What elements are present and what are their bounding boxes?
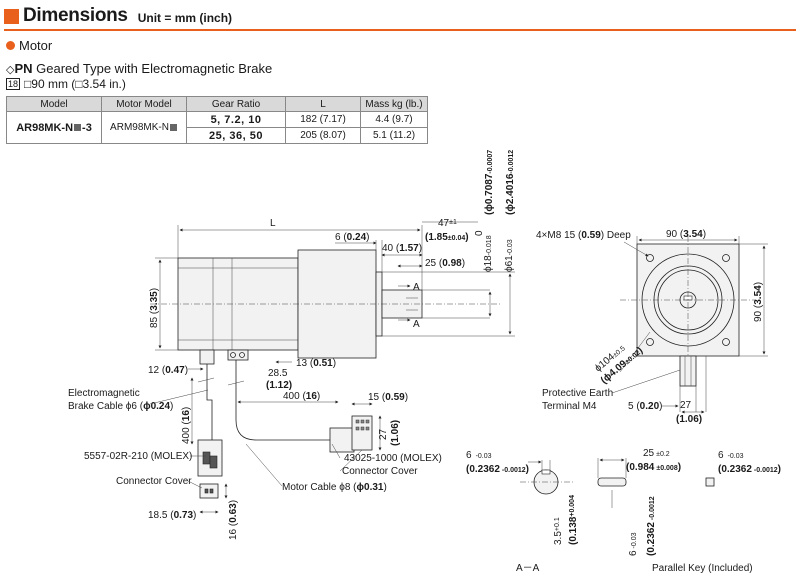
bullet-dot-icon — [6, 41, 15, 50]
dim-40: 40 (1.57) — [382, 243, 422, 254]
frame-size-line: 18 □90 mm (□3.54 in.) — [6, 77, 126, 91]
section-mark-a-bottom: A — [413, 319, 420, 330]
dim-25-key-inch: (0.984±0.008) — [626, 462, 681, 473]
brake-connector-cover — [199, 483, 219, 499]
motor-connector-housing — [227, 349, 249, 361]
dim-90-top: 90 (3.54) — [666, 229, 706, 240]
dim-3-5: 3.5+0.1 — [553, 517, 564, 545]
cell-mass: 5.1 (11.2) — [360, 127, 428, 144]
label-brake-cable-2: Brake Cable ϕ6 (ϕ0.24) — [68, 401, 173, 412]
col-header-model: Model — [6, 96, 102, 112]
dim-12: 12 (0.47) — [148, 365, 188, 376]
dim-3-5-inch: (0.138+0.004 — [568, 495, 579, 545]
parallel-key: 25±0.2 (0.984±0.008) 6-0.03 (0.2362-0.00… — [597, 448, 781, 574]
product-code: PN — [14, 61, 33, 76]
section-heading: Motor — [6, 38, 52, 53]
motor-cable — [235, 360, 330, 441]
section-label: Motor — [19, 38, 53, 53]
label-earth-2: Terminal M4 — [542, 401, 597, 412]
col-header-l: L — [285, 96, 361, 112]
dim-27-front: 27 — [680, 400, 692, 411]
label-molex-43025: 43025-1000 (MOLEX) — [344, 453, 442, 464]
dim-25-key: 25±0.2 — [643, 448, 670, 459]
label-parallel-key: Parallel Key (Included) — [652, 563, 753, 574]
label-molex-5557: 5557-02R-210 (MOLEX) — [84, 451, 192, 462]
cell-gear-ratio: 5, 7.2, 10 — [186, 111, 286, 128]
product-type: Geared Type with Electromagnetic Brake — [32, 61, 273, 76]
dim-phi18-zero: 0 — [474, 230, 485, 236]
cell-motor-model: ARM98MK-N — [101, 111, 187, 144]
spec-table: Model Motor Model Gear Ratio L Mass kg (… — [6, 96, 428, 144]
label-mounting-holes: 4×M8 15 (0.59) Deep — [536, 230, 631, 241]
dim-phi61: ϕ61-0.03 — [504, 239, 515, 272]
header-rule — [4, 29, 796, 31]
dim-6-key-v: 6-0.03 — [628, 532, 639, 556]
model-placeholder-icon — [74, 124, 82, 132]
dim-47: 47±1 — [438, 218, 457, 229]
dim-6-key-v-inch: (0.2362-0.0012 — [646, 496, 657, 556]
dim-85: 85 (3.35) — [149, 288, 160, 328]
dim-phi18: ϕ18-0.018 — [483, 235, 494, 272]
table-row: AR98MK-N-3 ARM98MK-N 5, 7.2, 10 182 (7.1… — [6, 111, 428, 144]
label-connector-cover-left: Connector Cover — [116, 476, 192, 487]
dim-18-5: 18.5 (0.73) — [148, 510, 196, 521]
label-connector-cover-right: Connector Cover — [342, 466, 418, 477]
dim-15: 15 (0.59) — [368, 392, 408, 403]
key-side-view — [597, 477, 627, 487]
cell-gear-ratio: 25, 36, 50 — [186, 127, 286, 144]
dim-phi61-inch: (ϕ2.4016-0.0012 — [505, 150, 516, 215]
diamond-icon: ◇ — [6, 64, 15, 76]
front-view: 90 (3.54) 90 (3.54) 4×M8 15 (0.59) Deep … — [536, 229, 768, 425]
motor-placeholder-icon — [169, 123, 177, 131]
page-header: Dimensions Unit = mm (inch) — [4, 4, 232, 28]
section-mark-a-top: A — [413, 282, 420, 293]
label-earth-1: Protective Earth — [542, 388, 613, 399]
unit-note: Unit = mm (inch) — [137, 11, 233, 25]
dim-phi18-inch: (ϕ0.7087-0.0007 — [484, 150, 495, 215]
brake-cable — [206, 364, 213, 440]
table-header-row: Model Motor Model Gear Ratio L Mass kg (… — [6, 96, 428, 112]
dim-28-5: 28.5 — [268, 368, 288, 379]
dim-5: 5 (0.20) — [628, 401, 662, 412]
dim-47-inch: (1.85±0.04) — [425, 232, 469, 243]
section-a-a: 6-0.03 (0.2362-0.0012) 3.5+0.1 (0.138+0.… — [466, 450, 579, 574]
dim-27: 27 — [378, 428, 389, 440]
motor-connector — [329, 427, 355, 453]
dim-16: 16 (0.63) — [228, 500, 239, 540]
cell-model: AR98MK-N-3 — [6, 111, 102, 144]
earth-terminal — [679, 355, 697, 387]
frame-size: □90 mm (□3.54 in.) — [24, 77, 126, 91]
dim-13: 13 (0.51) — [296, 358, 336, 369]
dim-90-right: 90 (3.54) — [753, 282, 764, 322]
label-a-a: A－A — [516, 563, 540, 574]
dim-400-motor: 400 (16) — [283, 391, 320, 402]
page-title: Dimensions — [23, 5, 128, 26]
cell-l: 205 (8.07) — [285, 127, 361, 144]
dim-28-5-inch: (1.12) — [266, 380, 292, 391]
frame-badge: 18 — [6, 78, 21, 90]
col-header-mass: Mass kg (lb.) — [360, 96, 428, 112]
dim-6-aa: 6-0.03 — [466, 450, 492, 461]
table-row: 25, 36, 50 205 (8.07) 5.1 (11.2) — [7, 127, 428, 144]
dim-6: 6 (0.24) — [335, 232, 369, 243]
dim-l: L — [270, 218, 276, 229]
label-motor-cable: Motor Cable ϕ8 (ϕ0.31) — [282, 482, 387, 493]
product-subtitle: ◇PN Geared Type with Electromagnetic Bra… — [6, 61, 272, 76]
key-end-view — [705, 477, 715, 487]
header-square-icon — [4, 8, 19, 24]
brake-connector-housing — [199, 349, 215, 365]
dim-25: 25 (0.98) — [425, 258, 465, 269]
col-header-gear-ratio: Gear Ratio — [186, 96, 286, 112]
dim-27-inch: (1.06) — [390, 420, 401, 446]
dim-27-front-inch: (1.06) — [676, 414, 702, 425]
dim-6-aa-inch: (0.2362-0.0012) — [466, 464, 529, 475]
dim-6-key-inch: (0.2362-0.0012) — [718, 464, 781, 475]
dim-400-brake: 400 (16) — [181, 407, 192, 444]
side-view: L 47±1 (1.85±0.04) 6 (0.24) 40 (1.57) 25… — [68, 150, 516, 540]
dim-6-key: 6-0.03 — [718, 450, 744, 461]
label-brake-cable-1: Electromagnetic — [68, 388, 140, 399]
